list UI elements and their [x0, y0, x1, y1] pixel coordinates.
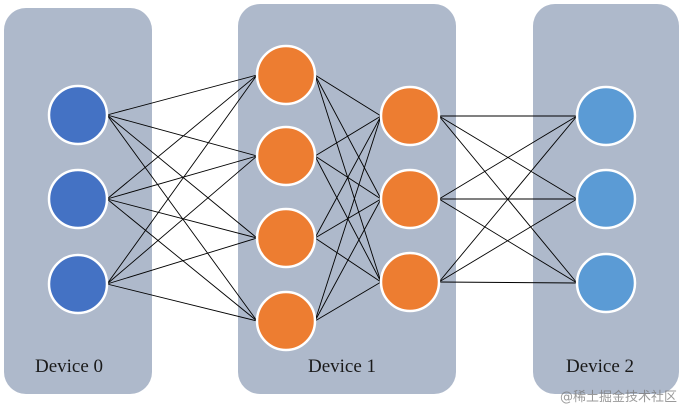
- device-2-neuron-2: [575, 168, 637, 230]
- device-1-layer-b-neuron-3: [379, 251, 441, 313]
- device-1-label: Device 1: [308, 356, 377, 377]
- connection-line: [106, 155, 258, 285]
- connection-line: [438, 198, 578, 283]
- device-0-neuron-2: [47, 168, 109, 230]
- connection-line: [438, 281, 578, 284]
- connection-line: [106, 74, 258, 116]
- connection-line: [106, 237, 258, 285]
- watermark: @稀土掘金技术社区: [559, 390, 677, 405]
- connection-line: [314, 281, 382, 322]
- device-1-layer-a-neuron-3: [255, 207, 317, 269]
- connection-line: [106, 155, 258, 200]
- connection-line: [106, 114, 258, 239]
- device-1-layer-a-neuron-2: [255, 125, 317, 187]
- connection-line: [314, 74, 382, 283]
- connection-line: [314, 198, 382, 322]
- connection-line: [314, 115, 382, 322]
- connection-line: [438, 115, 578, 200]
- connection-line: [314, 115, 382, 157]
- connection-line: [106, 198, 258, 322]
- connection-line: [106, 74, 258, 285]
- device-0-neuron-3: [47, 253, 109, 315]
- device-1-layer-a-neuron-4: [255, 290, 317, 352]
- device-1-layer-a-neuron-1: [255, 44, 317, 106]
- device-2-label: Device 2: [566, 356, 635, 377]
- connection-line: [106, 114, 258, 322]
- connection-line: [106, 74, 258, 200]
- device-0-neuron-1: [47, 84, 109, 146]
- device-2-neuron-1: [575, 85, 637, 147]
- connection-line: [438, 115, 578, 283]
- connection-line: [314, 115, 382, 239]
- connection-line: [106, 114, 258, 157]
- neurons: [47, 44, 637, 352]
- device-1-layer-b-neuron-1: [379, 85, 441, 147]
- connection-line: [106, 283, 258, 322]
- device-0-label: Device 0: [35, 356, 104, 377]
- connection-line: [314, 74, 382, 200]
- device-2-neuron-3: [575, 252, 637, 314]
- connections: [106, 74, 578, 322]
- connection-line: [314, 74, 382, 117]
- connection-line: [106, 198, 258, 239]
- device-1-layer-b-neuron-2: [379, 168, 441, 230]
